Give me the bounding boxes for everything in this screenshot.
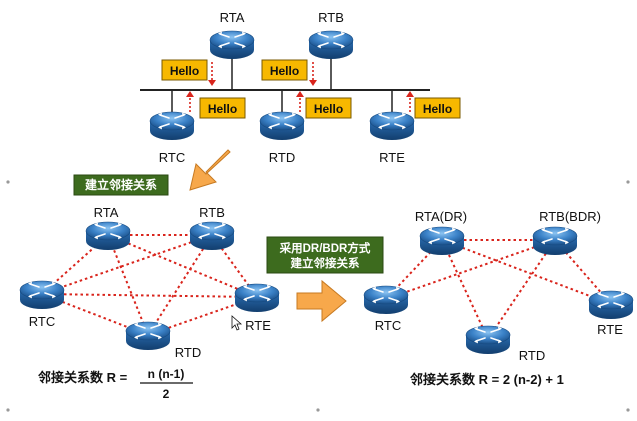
router-label-rte: RTE [245, 318, 271, 333]
hello-label: Hello [423, 102, 452, 116]
hello-box: Hello [305, 97, 352, 119]
router-label-rta: RTA [94, 205, 119, 220]
router-label-rte: RTE [597, 322, 623, 337]
router-icon [149, 111, 195, 141]
router-label-rtd: RTD [269, 150, 295, 165]
router-icon [363, 285, 409, 315]
formula-full-mesh: 邻接关系数 R = n (n-1) 2 [37, 367, 193, 401]
router-label-rtb: RTB [199, 205, 225, 220]
drbdr-label-line2: 建立邻接关系 [291, 256, 360, 270]
router-icon [259, 111, 305, 141]
full-mesh-section: RTA RTB RTC RTD RTE [19, 205, 280, 360]
router-icon [419, 226, 465, 256]
router-label-rte: RTE [379, 150, 405, 165]
formula-left-numerator: n (n-1) [148, 367, 185, 381]
flow-arrow-down [189, 149, 231, 191]
cursor-icon [231, 315, 243, 331]
drbdr-label-line1: 采用DR/BDR方式 [279, 241, 371, 255]
router-icon [308, 30, 354, 60]
router-label-rta: RTA [220, 10, 245, 25]
router-icon [588, 290, 634, 320]
router-icon [85, 221, 131, 251]
hello-label: Hello [170, 64, 199, 78]
formula-right: 邻接关系数 R = 2 (n-2) + 1 [409, 372, 564, 387]
hello-box: Hello [199, 97, 246, 119]
router-icon [209, 30, 255, 60]
router-label-rtc: RTC [375, 318, 401, 333]
hello-label: Hello [314, 102, 343, 116]
router-label-rtd: RTD [175, 345, 201, 360]
router-icon [532, 226, 578, 256]
hello-box: Hello [414, 97, 461, 119]
router-icon [189, 221, 235, 251]
formula-dr-bdr: 邻接关系数 R = 2 (n-2) + 1 [409, 372, 564, 387]
router-icon [369, 111, 415, 141]
formula-left-prefix: 邻接关系数 R = [37, 370, 128, 385]
establish-label: 建立邻接关系 [84, 177, 157, 192]
router-label-rtc: RTC [159, 150, 185, 165]
hello-box: Hello [261, 59, 308, 81]
router-icon [125, 321, 171, 351]
router-label-rtc: RTC [29, 314, 55, 329]
router-icon [234, 283, 280, 313]
router-label-rtb: RTB [318, 10, 344, 25]
hello-label: Hello [208, 102, 237, 116]
router-icon [19, 280, 65, 310]
router-label-rta-dr: RTA(DR) [415, 209, 467, 224]
formula-left-denominator: 2 [163, 387, 170, 401]
router-icon [465, 325, 511, 355]
establish-label-box: 建立邻接关系 [73, 174, 169, 196]
router-label-rtd: RTD [519, 348, 545, 363]
top-section: Hello Hello Hello Hello Hello RTA RTB RT… [140, 10, 461, 165]
flow-arrow-right [296, 279, 347, 323]
drbdr-label-box: 采用DR/BDR方式 建立邻接关系 [266, 236, 384, 274]
hello-box: Hello [161, 59, 208, 81]
hello-label: Hello [270, 64, 299, 78]
dr-bdr-section: RTA(DR) RTB(BDR) RTC RTD RTE [363, 209, 634, 363]
router-label-rtb-bdr: RTB(BDR) [539, 209, 601, 224]
